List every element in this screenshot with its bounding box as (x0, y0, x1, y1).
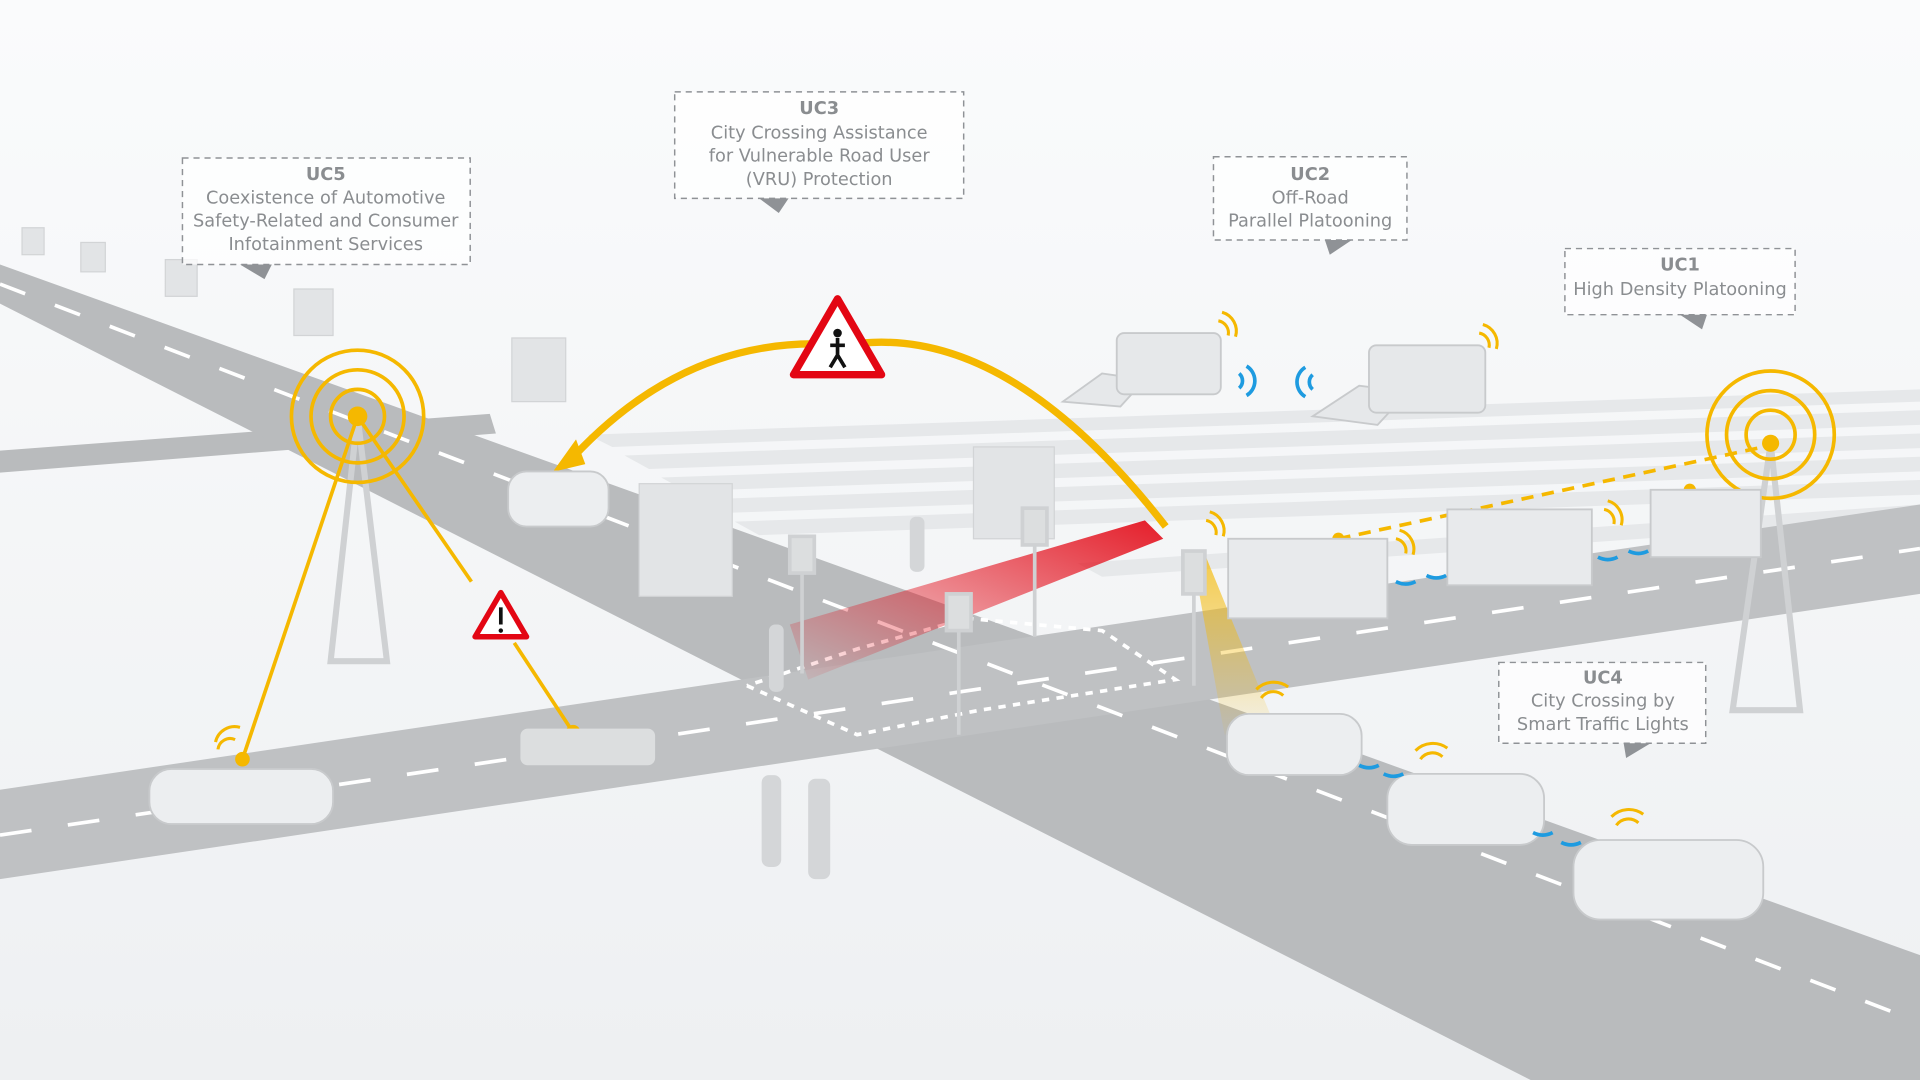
label-uc3: UC3 City Crossing Assistance for Vulnera… (673, 91, 965, 214)
svg-text:UC1: UC1 (1660, 256, 1700, 276)
svg-text:City Crossing by: City Crossing by (1531, 692, 1675, 712)
antenna-tower-icon (1705, 369, 1837, 714)
antenna-tower-icon (289, 348, 426, 665)
trucks (1227, 488, 1762, 620)
svg-text:UC5: UC5 (306, 165, 346, 185)
pedestrian-warning-icon (789, 295, 886, 379)
svg-text:Safety-Related and Consumer: Safety-Related and Consumer (193, 212, 459, 232)
svg-text:High Density Platooning: High Density Platooning (1573, 280, 1786, 300)
svg-text:Smart Traffic Lights: Smart Traffic Lights (1517, 715, 1689, 735)
label-uc2: UC2 Off-Road Parallel Platooning (1212, 156, 1408, 255)
v2v-signal-icon (1237, 364, 1649, 847)
svg-text:Off-Road: Off-Road (1272, 188, 1349, 208)
label-uc5: UC5 Coexistence of Automotive Safety-Rel… (181, 157, 471, 280)
svg-text:City Crossing Assistance: City Crossing Assistance (711, 123, 928, 143)
svg-text:for Vulnerable Road User: for Vulnerable Road User (709, 147, 931, 167)
warning-beam (789, 520, 1164, 680)
svg-text:Coexistence of Automotive: Coexistence of Automotive (206, 188, 445, 208)
cars (148, 470, 1765, 921)
svg-text:Parallel Platooning: Parallel Platooning (1228, 212, 1392, 232)
svg-text:UC3: UC3 (799, 99, 839, 119)
label-uc1: UC1 High Density Platooning (1564, 247, 1796, 330)
pedestrians (761, 516, 925, 880)
label-uc4: UC4 City Crossing by Smart Traffic Light… (1498, 661, 1707, 758)
svg-text:Infotainment Services: Infotainment Services (228, 235, 423, 255)
billboards (21, 227, 1055, 597)
traffic-light-beam (1193, 557, 1274, 735)
svg-text:UC2: UC2 (1290, 165, 1330, 185)
svg-text:UC4: UC4 (1583, 668, 1623, 688)
wireless-signal-icon (214, 310, 1645, 827)
tractors (1060, 332, 1487, 426)
traffic-lights (787, 506, 1207, 735)
debris (520, 728, 656, 766)
svg-text:(VRU) Protection: (VRU) Protection (746, 170, 893, 190)
hazard-warning-icon (472, 589, 530, 640)
